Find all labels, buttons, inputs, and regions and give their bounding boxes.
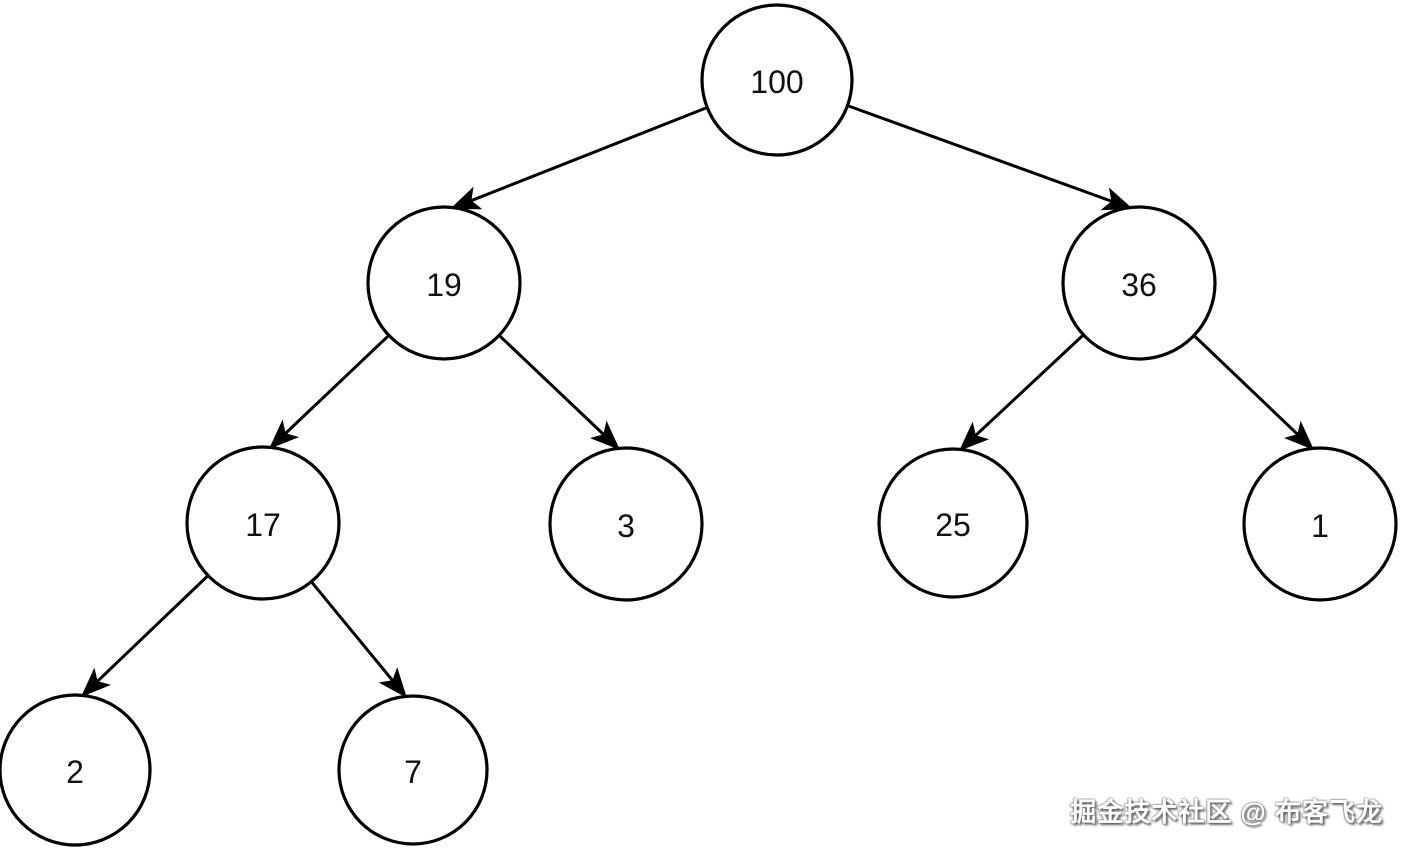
tree-edge-R-RR: [1192, 334, 1314, 450]
arrowhead-icon: [1284, 420, 1314, 450]
node-value-label: 17: [245, 507, 281, 543]
tree-edge-R-RL: [959, 333, 1085, 451]
arrowhead-icon: [81, 667, 111, 697]
tree-edge-L-LR: [497, 333, 620, 450]
node-circle: [700, 3, 854, 157]
tree-node-2: 2: [0, 693, 152, 847]
arrowhead-icon: [378, 667, 407, 698]
node-value-label: 1: [1311, 508, 1329, 544]
tree-edge-root-L: [450, 106, 709, 210]
tree-node-25: 25: [877, 447, 1029, 599]
node-circle: [337, 694, 489, 846]
arrowhead-icon: [1100, 187, 1133, 211]
tree-node-17: 17: [185, 445, 341, 601]
node-value-label: 19: [426, 267, 462, 303]
tree-node-36: 36: [1061, 205, 1217, 361]
arrowhead-icon: [959, 421, 990, 451]
node-value-label: 100: [750, 64, 803, 100]
node-value-label: 36: [1121, 267, 1157, 303]
arrowhead-icon: [450, 186, 483, 210]
tree-node-1: 1: [1242, 446, 1398, 602]
node-value-label: 3: [617, 508, 635, 544]
tree-node-7: 7: [337, 694, 489, 846]
node-circle: [185, 445, 341, 601]
node-value-label: 25: [935, 507, 971, 543]
tree-edge-LL-LLL: [81, 574, 210, 697]
node-value-label: 7: [404, 754, 422, 790]
tree-node-100: 100: [700, 3, 854, 157]
node-circle: [548, 446, 704, 602]
node-circle: [1242, 446, 1398, 602]
tree-node-3: 3: [548, 446, 704, 602]
watermark-text: 掘金技术社区 @ 布客飞龙: [1070, 797, 1383, 827]
tree-node-19: 19: [366, 205, 522, 361]
node-circle: [366, 205, 522, 361]
node-circle: [877, 447, 1029, 599]
tree-edge-LL-LLR: [309, 580, 407, 698]
node-circle: [0, 693, 152, 847]
tree-edge-L-LL: [269, 333, 391, 449]
arrowhead-icon: [590, 420, 620, 450]
tree-edge-root-R: [846, 104, 1133, 211]
node-value-label: 2: [66, 754, 84, 790]
arrowhead-icon: [269, 419, 299, 449]
node-circle: [1061, 205, 1217, 361]
